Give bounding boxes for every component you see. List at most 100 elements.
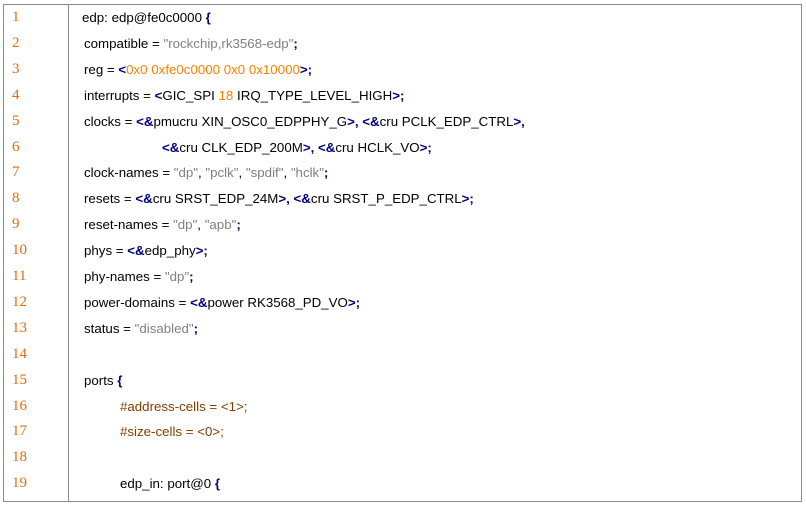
code-text: reg = <0x0 0xfe0c0000 0x0 0x10000>;: [84, 62, 312, 77]
line-number: 15: [12, 371, 27, 388]
code-token: >, <&: [302, 139, 336, 155]
line-number: 12: [12, 293, 27, 310]
code-token: cru CLK_EDP_200M: [179, 139, 303, 155]
code-line: 1 edp: edp@fe0c0000 {: [4, 6, 801, 32]
code-token: <&: [136, 113, 154, 129]
code-token: ;: [293, 35, 298, 51]
code-token: ports: [84, 372, 118, 388]
code-token: power RK3568_PD_VO: [207, 294, 348, 310]
code-token: ,: [198, 165, 206, 181]
line-number: 1: [12, 9, 20, 25]
code-line: 3 reg = <0x0 0xfe0c0000 0x0 0x10000>;: [4, 58, 801, 84]
code-token: cru HCLK_VO: [335, 139, 420, 155]
gutter-divider: [68, 5, 69, 501]
code-token: cru SRST_EDP_24M: [152, 191, 279, 207]
code-token: >;: [392, 87, 405, 103]
code-token: "spdif": [245, 165, 284, 181]
code-token: <: [118, 61, 127, 77]
code-token: ;: [193, 320, 199, 336]
code-line: 17 #size-cells = <0>;: [4, 420, 801, 446]
code-token: 0x0 0xfe0c0000 0x0 0x10000: [126, 61, 300, 77]
code-text: resets = <&cru SRST_EDP_24M>, <&cru SRST…: [84, 191, 474, 206]
line-number: 3: [12, 60, 20, 77]
code-token: cru SRST_P_EDP_CTRL: [310, 191, 462, 207]
code-line: 15 ports {: [4, 369, 801, 395]
code-token: "dp": [173, 165, 199, 181]
code-token: "apb": [204, 217, 237, 233]
code-text: edp: edp@fe0c0000 {: [82, 10, 211, 25]
code-token: reset-names =: [84, 217, 174, 233]
code-text: interrupts = <GIC_SPI 18 IRQ_TYPE_LEVEL_…: [84, 88, 404, 103]
code-token: pmucru XIN_OSC0_EDPPHY_G: [153, 113, 348, 129]
code-text: reset-names = "dp", "apb";: [84, 217, 241, 232]
code-token: ;: [323, 165, 329, 181]
code-text: clocks = <&pmucru XIN_OSC0_EDPPHY_G>, <&…: [84, 114, 525, 129]
code-token: ,: [238, 165, 246, 181]
code-token: "dp": [173, 217, 198, 233]
code-line: 18: [4, 446, 801, 472]
code-line: 5 clocks = <&pmucru XIN_OSC0_EDPPHY_G>, <…: [4, 110, 801, 136]
code-token: resets =: [84, 191, 136, 207]
code-line: 14: [4, 343, 801, 369]
code-token: >, <&: [278, 191, 311, 207]
code-token: {: [214, 476, 221, 492]
code-token: <&: [127, 243, 145, 259]
code-text: compatible = "rockchip,rk3568-edp";: [84, 36, 298, 51]
code-token: ;: [236, 217, 241, 233]
code-token: <&: [190, 294, 208, 310]
code-text: clock-names = "dp", "pclk", "spdif", "hc…: [84, 165, 328, 180]
code-token: ,: [197, 217, 205, 233]
code-token: edp_in: port@0: [120, 476, 215, 492]
code-text: power-domains = <&power RK3568_PD_VO>;: [84, 295, 360, 310]
code-line: 4 interrupts = <GIC_SPI 18 IRQ_TYPE_LEVEL…: [4, 84, 801, 110]
code-token: ,: [283, 165, 291, 181]
code-token: "pclk": [205, 165, 239, 181]
line-number: 10: [12, 242, 27, 259]
code-token: phys =: [84, 243, 128, 259]
line-number: 14: [12, 345, 27, 362]
code-token: "rockchip,rk3568-edp": [163, 35, 294, 51]
code-text: #size-cells = <0>;: [120, 424, 224, 439]
line-number: 4: [12, 86, 20, 103]
code-token: compatible =: [84, 35, 164, 51]
code-token: >;: [195, 243, 208, 259]
code-token: >, <&: [347, 113, 380, 129]
code-token: GIC_SPI: [162, 87, 219, 103]
code-token: "dp": [164, 269, 190, 284]
code-text: edp_in: port@0 {: [120, 476, 220, 491]
code-text: #address-cells = <1>;: [120, 399, 248, 414]
code-token: IRQ_TYPE_LEVEL_HIGH: [233, 87, 393, 103]
line-number: 17: [12, 423, 27, 440]
code-token: >;: [347, 294, 361, 310]
code-line: 2 compatible = "rockchip,rk3568-edp";: [4, 32, 801, 58]
code-token: edp_phy: [144, 243, 196, 259]
code-text: status = "disabled";: [84, 321, 198, 336]
code-token: edp: edp@fe0c0000: [82, 10, 206, 25]
code-token: phy-names =: [84, 269, 165, 284]
line-number: 19: [12, 475, 27, 492]
code-line: 6 <&cru CLK_EDP_200M>, <&cru HCLK_VO>;: [4, 136, 801, 162]
code-token: 18: [218, 87, 234, 103]
code-token: reg =: [84, 61, 119, 77]
code-text: phy-names = "dp";: [84, 269, 194, 284]
line-number: 18: [12, 449, 27, 466]
code-text: <&cru CLK_EDP_200M>, <&cru HCLK_VO>;: [162, 140, 432, 155]
code-token: >;: [419, 139, 432, 155]
code-token: <: [154, 87, 163, 103]
code-token: clocks =: [84, 113, 137, 129]
code-token: clock-names =: [84, 165, 174, 181]
line-number: 11: [12, 268, 27, 284]
code-token: <&: [162, 139, 180, 155]
code-token: {: [117, 372, 123, 388]
code-token: #address-cells = <1>;: [120, 398, 248, 414]
code-token: interrupts =: [84, 87, 155, 103]
code-text: ports {: [84, 373, 122, 388]
line-number: 6: [12, 138, 20, 155]
line-number: 2: [12, 34, 20, 51]
line-number: 5: [12, 112, 20, 129]
code-token: >;: [299, 61, 313, 77]
